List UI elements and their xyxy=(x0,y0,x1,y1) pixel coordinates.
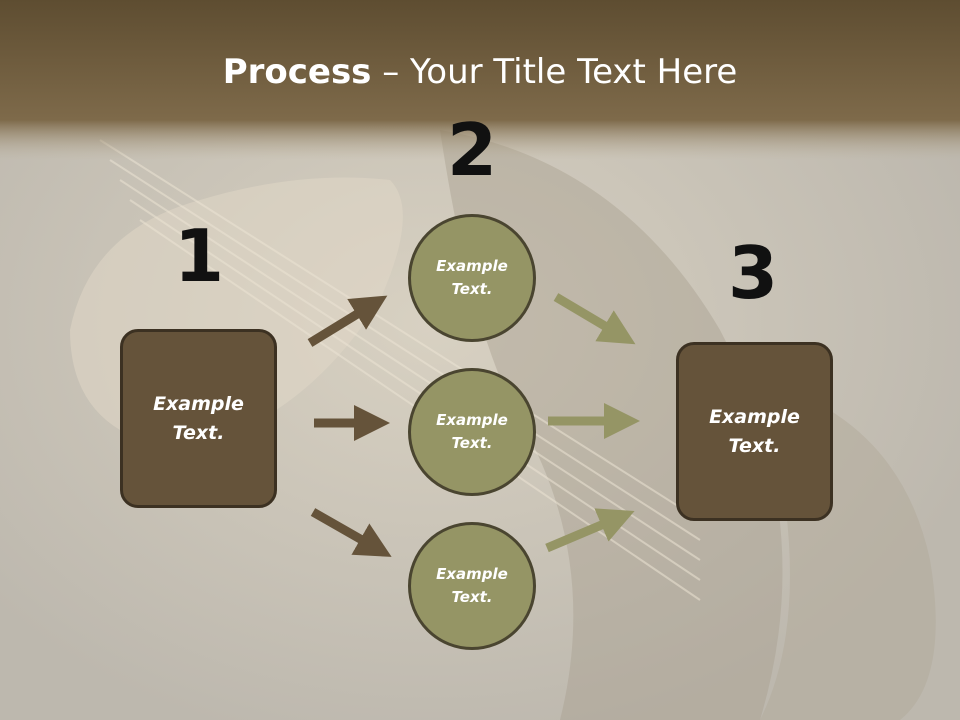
circle-2-text: Example Text. xyxy=(436,411,508,452)
step-1-text: Example Text. xyxy=(153,392,244,444)
title-rest: – Your Title Text Here xyxy=(371,52,738,92)
circle-3: Example Text. xyxy=(408,522,536,650)
circle-3-text: Example Text. xyxy=(436,565,508,606)
step-3-box: Example Text. xyxy=(676,342,833,521)
title-bold: Process xyxy=(222,52,372,92)
circle-1-text: Example Text. xyxy=(436,257,508,298)
arrow-circle-3-to-box xyxy=(545,508,635,553)
step-1-box: Example Text. xyxy=(120,329,277,508)
arrow-to-circle-3 xyxy=(310,508,392,557)
slide-title: Process – Your Title Text Here xyxy=(0,52,960,92)
arrow-to-circle-1 xyxy=(307,295,388,347)
step-number-1: 1 xyxy=(173,214,225,298)
circle-1: Example Text. xyxy=(408,214,536,342)
step-number-3: 3 xyxy=(727,231,779,315)
arrow-circle-1-to-box xyxy=(553,293,636,345)
circle-2: Example Text. xyxy=(408,368,536,496)
step-number-2: 2 xyxy=(446,108,498,192)
step-3-text: Example Text. xyxy=(709,405,800,457)
